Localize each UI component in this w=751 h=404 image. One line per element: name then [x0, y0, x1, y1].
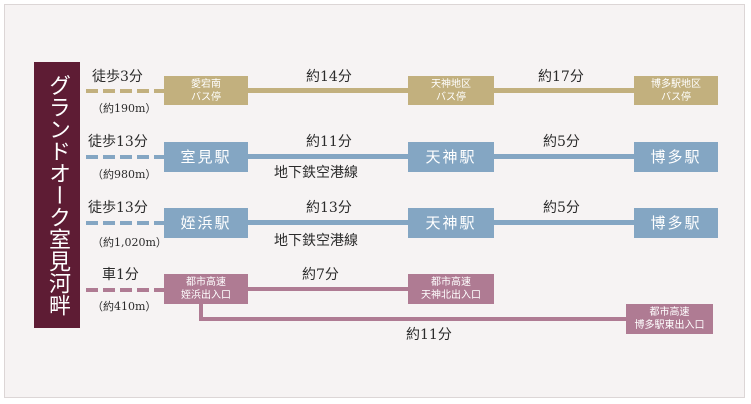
row2-stop-2: 天神駅	[408, 142, 494, 172]
row1-time-2: 約17分	[538, 69, 584, 85]
row4-branch-horizontal	[199, 317, 626, 321]
row1-segment-1	[248, 88, 408, 93]
diagram-frame	[4, 4, 745, 398]
row4-stop-3-label: 都市高速 博多駅東出入口	[634, 307, 705, 331]
row2-stop-3-label: 博多駅	[650, 147, 702, 166]
row3-stop-2: 天神駅	[408, 208, 494, 238]
row1-stop-2-label: 天神地区 バス停	[431, 78, 471, 103]
row4-stop-1: 都市高速 姪浜出入口	[164, 274, 248, 304]
row2-stop-3: 博多駅	[634, 142, 718, 172]
property-name-banner: グランドオーク室見河畔	[34, 62, 80, 328]
row1-distance: （約190m）	[92, 102, 157, 115]
row3-walk-dash	[86, 221, 164, 225]
row2-segment-2	[494, 154, 634, 159]
property-name: グランドオーク室見河畔	[45, 74, 70, 316]
row3-stop-3-label: 博多駅	[650, 213, 702, 232]
row2-stop-2-label: 天神駅	[425, 147, 477, 166]
row2-mode: 徒歩13分	[88, 134, 148, 150]
row3-distance: （約1,020m）	[92, 236, 167, 249]
row3-segment-1	[248, 220, 408, 225]
row2-stop-1-label: 室見駅	[180, 147, 232, 166]
row1-segment-2	[494, 88, 634, 93]
row2-time-2: 約5分	[543, 134, 580, 150]
row4-distance: （約410m）	[92, 300, 157, 313]
row2-time-1: 約11分	[306, 134, 352, 150]
row3-line-name: 地下鉄空港線	[274, 233, 358, 249]
row3-mode: 徒歩13分	[88, 200, 148, 216]
row3-time-1: 約13分	[306, 200, 352, 216]
row4-time-2: 約11分	[406, 327, 452, 343]
row3-stop-1: 姪浜駅	[164, 208, 248, 238]
row1-stop-3-label: 博多駅地区 バス停	[651, 78, 701, 103]
row1-walk-dash	[86, 89, 164, 93]
row1-stop-3: 博多駅地区 バス停	[634, 76, 718, 105]
row2-distance: （約980m）	[92, 168, 157, 181]
row2-segment-1	[248, 154, 408, 159]
row1-stop-1-label: 愛宕南 バス停	[191, 78, 221, 103]
row4-stop-3: 都市高速 博多駅東出入口	[626, 304, 713, 334]
row4-mode: 車1分	[102, 267, 139, 283]
row1-mode: 徒歩3分	[92, 69, 143, 85]
row3-segment-2	[494, 220, 634, 225]
row4-branch-vertical	[199, 302, 203, 321]
row3-stop-3: 博多駅	[634, 208, 718, 238]
row4-segment-1	[248, 287, 408, 291]
row2-stop-1: 室見駅	[164, 142, 248, 172]
row3-time-2: 約5分	[543, 200, 580, 216]
row3-stop-2-label: 天神駅	[425, 213, 477, 232]
row2-line-name: 地下鉄空港線	[274, 165, 358, 181]
row4-drive-dash	[86, 288, 164, 292]
row4-stop-2-label: 都市高速 天神北出入口	[421, 277, 481, 301]
row2-walk-dash	[86, 155, 164, 159]
row3-stop-1-label: 姪浜駅	[180, 213, 232, 232]
row1-stop-1: 愛宕南 バス停	[164, 76, 248, 105]
row4-stop-1-label: 都市高速 姪浜出入口	[181, 277, 231, 301]
row4-time-1: 約7分	[302, 267, 339, 283]
row4-stop-2: 都市高速 天神北出入口	[408, 274, 494, 304]
row1-stop-2: 天神地区 バス停	[408, 76, 494, 105]
row1-time-1: 約14分	[306, 69, 352, 85]
